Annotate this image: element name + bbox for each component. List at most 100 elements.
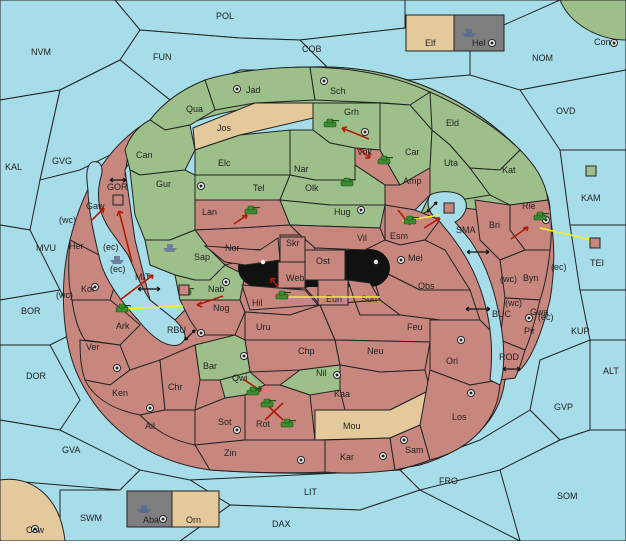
label-bar: Bar <box>203 361 217 371</box>
passage-arrow-bri <box>466 249 490 255</box>
army-unit[interactable] <box>244 205 260 215</box>
label-sun: Sun <box>361 294 377 304</box>
label-qwi: Qwi <box>232 373 248 383</box>
province-qua[interactable] <box>149 79 216 131</box>
label-nom: NOM <box>532 53 553 63</box>
label-mou: Mou <box>343 421 361 431</box>
label-zin: Zin <box>224 448 237 458</box>
supply-centers <box>31 39 618 533</box>
label-fun: FUN <box>153 52 172 62</box>
label-kar: Kar <box>340 452 354 462</box>
label-bri: Bri <box>489 220 500 230</box>
fleet-unit[interactable] <box>137 505 151 513</box>
label-sch: Sch <box>330 86 346 96</box>
army-unit[interactable] <box>246 386 262 396</box>
coast-label: (ec) <box>551 262 567 272</box>
sea-dor[interactable] <box>0 344 81 431</box>
channel-sma-rod[interactable] <box>427 191 505 386</box>
label-sot: Sot <box>218 417 232 427</box>
label-chp: Chp <box>298 346 315 356</box>
move-arrow <box>196 295 224 308</box>
label-gvg: GVG <box>52 156 72 166</box>
sea-ovd[interactable] <box>519 69 626 151</box>
label-ovd: OVD <box>556 106 576 116</box>
label-uta: Uta <box>444 158 458 168</box>
province-orn[interactable] <box>171 490 220 528</box>
province-sam[interactable] <box>389 424 431 471</box>
fleet-unit[interactable] <box>462 29 476 37</box>
army-unit[interactable] <box>403 215 419 225</box>
army-unit[interactable] <box>340 177 356 187</box>
tunnel-dot-left <box>260 259 266 265</box>
supply-center-marker <box>397 256 405 264</box>
label-ost: Ost <box>316 256 331 266</box>
label-orl: Orl <box>446 356 458 366</box>
supply-center-marker <box>457 336 465 344</box>
supply-center-marker <box>197 182 205 190</box>
label-cob: COB <box>302 44 322 54</box>
label-dax: DAX <box>272 519 291 529</box>
label-fro: FRO <box>439 476 458 486</box>
label-nog: Nog <box>213 303 230 313</box>
province-kor[interactable] <box>68 239 116 301</box>
army-unit[interactable] <box>533 211 549 221</box>
tunnel-nor-cover <box>203 237 281 266</box>
label-ver: Ver <box>86 342 100 352</box>
fleet-unit[interactable] <box>163 244 177 252</box>
province-ken[interactable] <box>84 359 166 416</box>
army-unit[interactable] <box>280 418 296 428</box>
province-nog[interactable] <box>179 299 246 336</box>
label-rod: ROD <box>499 352 520 362</box>
sea-kup[interactable] <box>579 289 626 341</box>
supply-center-marker <box>467 389 475 397</box>
sea-alt[interactable] <box>589 339 626 431</box>
label-alt: ALT <box>603 366 619 376</box>
label-jos: Jos <box>217 123 232 133</box>
move-arrow <box>116 210 133 263</box>
sea-tei[interactable] <box>569 224 626 291</box>
coast-labels: (wc) (ec) (ec) (wc) (wc) (ec) (wc) (ec) <box>56 215 567 322</box>
army-unit[interactable] <box>115 303 131 313</box>
label-kam: KAM <box>581 193 601 203</box>
army-unit[interactable] <box>323 118 339 128</box>
flag-marker <box>443 202 455 214</box>
tunnel-web-cover <box>277 261 306 289</box>
move-arrow <box>357 147 371 159</box>
province-labels: Jad Sch Qua Jos Grh Eld Can Elc Nar Vok … <box>26 37 611 535</box>
province-chr[interactable] <box>159 344 201 411</box>
province-elf[interactable] <box>405 14 455 52</box>
label-esm: Esm <box>390 231 408 241</box>
move-arrow <box>119 274 154 301</box>
province-nil[interactable] <box>278 364 341 396</box>
province-hel[interactable] <box>453 14 505 52</box>
passage-arrow-sma <box>426 201 438 213</box>
label-swm: SWM <box>80 513 102 523</box>
army-unit[interactable] <box>377 155 393 165</box>
flag-markers <box>112 165 601 296</box>
province-zin[interactable] <box>194 439 326 474</box>
label-mvu: MVU <box>36 243 56 253</box>
sea-kam[interactable] <box>559 149 626 226</box>
flag-marker <box>178 284 190 296</box>
army-unit[interactable] <box>260 398 276 408</box>
province-jad[interactable] <box>204 66 316 111</box>
label-hil: Hil <box>252 298 263 308</box>
label-olk: Olk <box>305 183 319 193</box>
label-mit: MIT <box>135 272 151 282</box>
label-los: Los <box>452 412 467 422</box>
supply-center-marker <box>297 456 305 464</box>
sea-bor[interactable] <box>0 289 81 346</box>
province-tel[interactable] <box>194 174 291 201</box>
label-gva: GVA <box>62 445 80 455</box>
fleet-unit[interactable] <box>110 256 124 264</box>
sea-mvu[interactable] <box>0 224 61 301</box>
label-jad: Jad <box>246 85 261 95</box>
label-buc: BUC <box>492 309 512 319</box>
army-unit[interactable] <box>275 290 291 300</box>
label-obs: Obs <box>418 281 435 291</box>
label-kal: KAL <box>5 162 22 172</box>
sea-kal[interactable] <box>0 89 61 231</box>
label-tei: TEI <box>590 258 604 268</box>
